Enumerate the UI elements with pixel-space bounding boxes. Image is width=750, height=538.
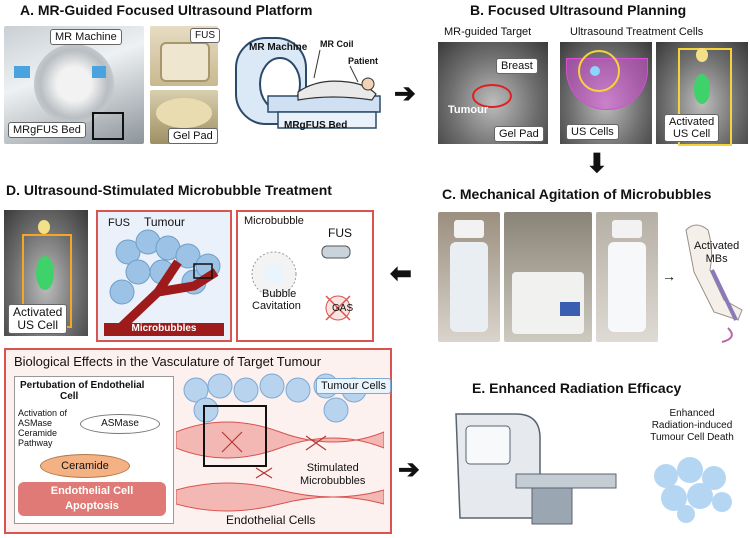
patient-label: Patient — [348, 56, 379, 66]
arm-injection-illustration — [685, 224, 743, 343]
d-fus-label: FUS — [108, 217, 130, 229]
illus-mr-machine-label: MR Machine — [249, 42, 308, 53]
d-cavitation-box — [236, 210, 374, 342]
stimulated-microbubbles-label: Stimulated Microbubbles — [300, 462, 365, 488]
c-mbs-text: MBs — [705, 253, 728, 265]
panel-b-title: B. Focused Ultrasound Planning — [470, 2, 687, 18]
tumour-label: Tumour — [448, 104, 489, 116]
arrow-d-to-e-icon: ➔ — [398, 454, 420, 484]
d-fus2-label: FUS — [328, 226, 352, 240]
mr-coil-label: MR Coil — [320, 39, 354, 49]
d-microbubbles-label: Microbubbles — [104, 323, 224, 336]
d-activated-text: Activated — [13, 305, 63, 319]
vial-photo-1 — [438, 212, 500, 342]
tumour-cells-label: Tumour Cells — [316, 378, 391, 394]
d-tumour-vessel-box — [96, 210, 232, 342]
asmase-node: ASMase — [80, 414, 160, 434]
arrow-b-to-c-icon: ⬇ — [586, 148, 608, 178]
d-tumour-label: Tumour — [144, 215, 185, 229]
d-activated-us-cell-label: Activated US Cell — [8, 304, 68, 334]
endothelial-cells-label: Endothelial Cells — [226, 513, 316, 527]
breast-label: Breast — [496, 58, 538, 74]
enh-line-2: Radiation-induced — [651, 420, 733, 431]
c-activated-text: Activated — [694, 240, 740, 252]
activated-text: Activated — [669, 116, 715, 128]
agitator-photo — [504, 212, 592, 342]
activation-pathway-label: Activation of ASMase Ceramide Pathway — [18, 408, 67, 448]
d-us-cell-text: US Cell — [17, 318, 59, 332]
bio-effects-title: Biological Effects in the Vasculature of… — [14, 354, 322, 369]
apoptosis-node: Endothelial Cell Apoptosis — [18, 482, 166, 516]
fus-label: FUS — [190, 28, 220, 43]
pertubation-line-2: Cell — [60, 391, 79, 402]
arrow-vial-to-arm-icon: → — [662, 268, 676, 284]
us-cells-label: US Cells — [566, 124, 619, 140]
d-cavitation-label: Cavitation — [252, 300, 301, 312]
panel-c-title: C. Mechanical Agitation of Microbubbles — [442, 186, 712, 202]
gel-pad-label: Gel Pad — [168, 128, 218, 144]
activation-line-2: ASMase — [18, 418, 53, 428]
panel-a-title: A. MR-Guided Focused Ultrasound Platform — [20, 2, 313, 18]
enh-line-3: Tumour Cell Death — [650, 432, 734, 443]
d-microbubble-label: Microbubble — [244, 215, 304, 227]
arrow-c-to-d-icon: ⬅ — [390, 258, 412, 288]
d-gas-label: GAS — [332, 303, 354, 314]
activated-us-cell-label: Activated US Cell — [664, 114, 720, 142]
illus-bed-label: MRgFUS Bed — [284, 120, 348, 131]
stimulated-line-1: Stimulated — [306, 462, 359, 474]
enh-line-1: Enhanced — [669, 408, 715, 419]
stimulated-line-2: Microbubbles — [300, 475, 366, 487]
ceramide-node: Ceramide — [40, 454, 130, 478]
pertubation-line-1: Pertubation of Endothelial — [20, 380, 145, 391]
panel-e-title: E. Enhanced Radiation Efficacy — [472, 380, 682, 396]
vial-photo-2 — [596, 212, 658, 342]
apoptosis-line-2: Apoptosis — [65, 500, 119, 512]
us-treatment-cells-image — [560, 42, 652, 144]
activation-line-4: Pathway — [18, 438, 53, 448]
us-cells-header: Ultrasound Treatment Cells — [570, 26, 704, 38]
us-cell-text: US Cell — [672, 128, 711, 140]
mr-target-header: MR-guided Target — [444, 26, 532, 38]
activation-line-3: Ceramide — [18, 428, 58, 438]
panel-d-title: D. Ultrasound-Stimulated Microbubble Tre… — [6, 182, 332, 198]
mr-machine-label: MR Machine — [50, 29, 122, 45]
mr-machine-illustration — [235, 37, 381, 129]
pertubation-label: Pertubation of Endothelial Cell — [20, 380, 144, 402]
cell-death-illustration — [654, 457, 732, 523]
gel-pad-b-label: Gel Pad — [494, 126, 544, 142]
activated-mbs-label: Activated MBs — [694, 240, 739, 266]
activation-line-1: Activation of — [18, 408, 68, 418]
gel-pad-photo — [150, 90, 218, 144]
linac-illustration — [455, 413, 617, 525]
enhanced-death-label: Enhanced Radiation-induced Tumour Cell D… — [642, 408, 742, 444]
mrgfus-bed-label: MRgFUS Bed — [8, 122, 86, 138]
d-bubble-label: Bubble — [262, 288, 297, 300]
apoptosis-line-1: Endothelial Cell — [50, 485, 134, 497]
vasculature-illustration — [176, 373, 384, 512]
arrow-a-to-b-icon: ➔ — [394, 78, 416, 108]
